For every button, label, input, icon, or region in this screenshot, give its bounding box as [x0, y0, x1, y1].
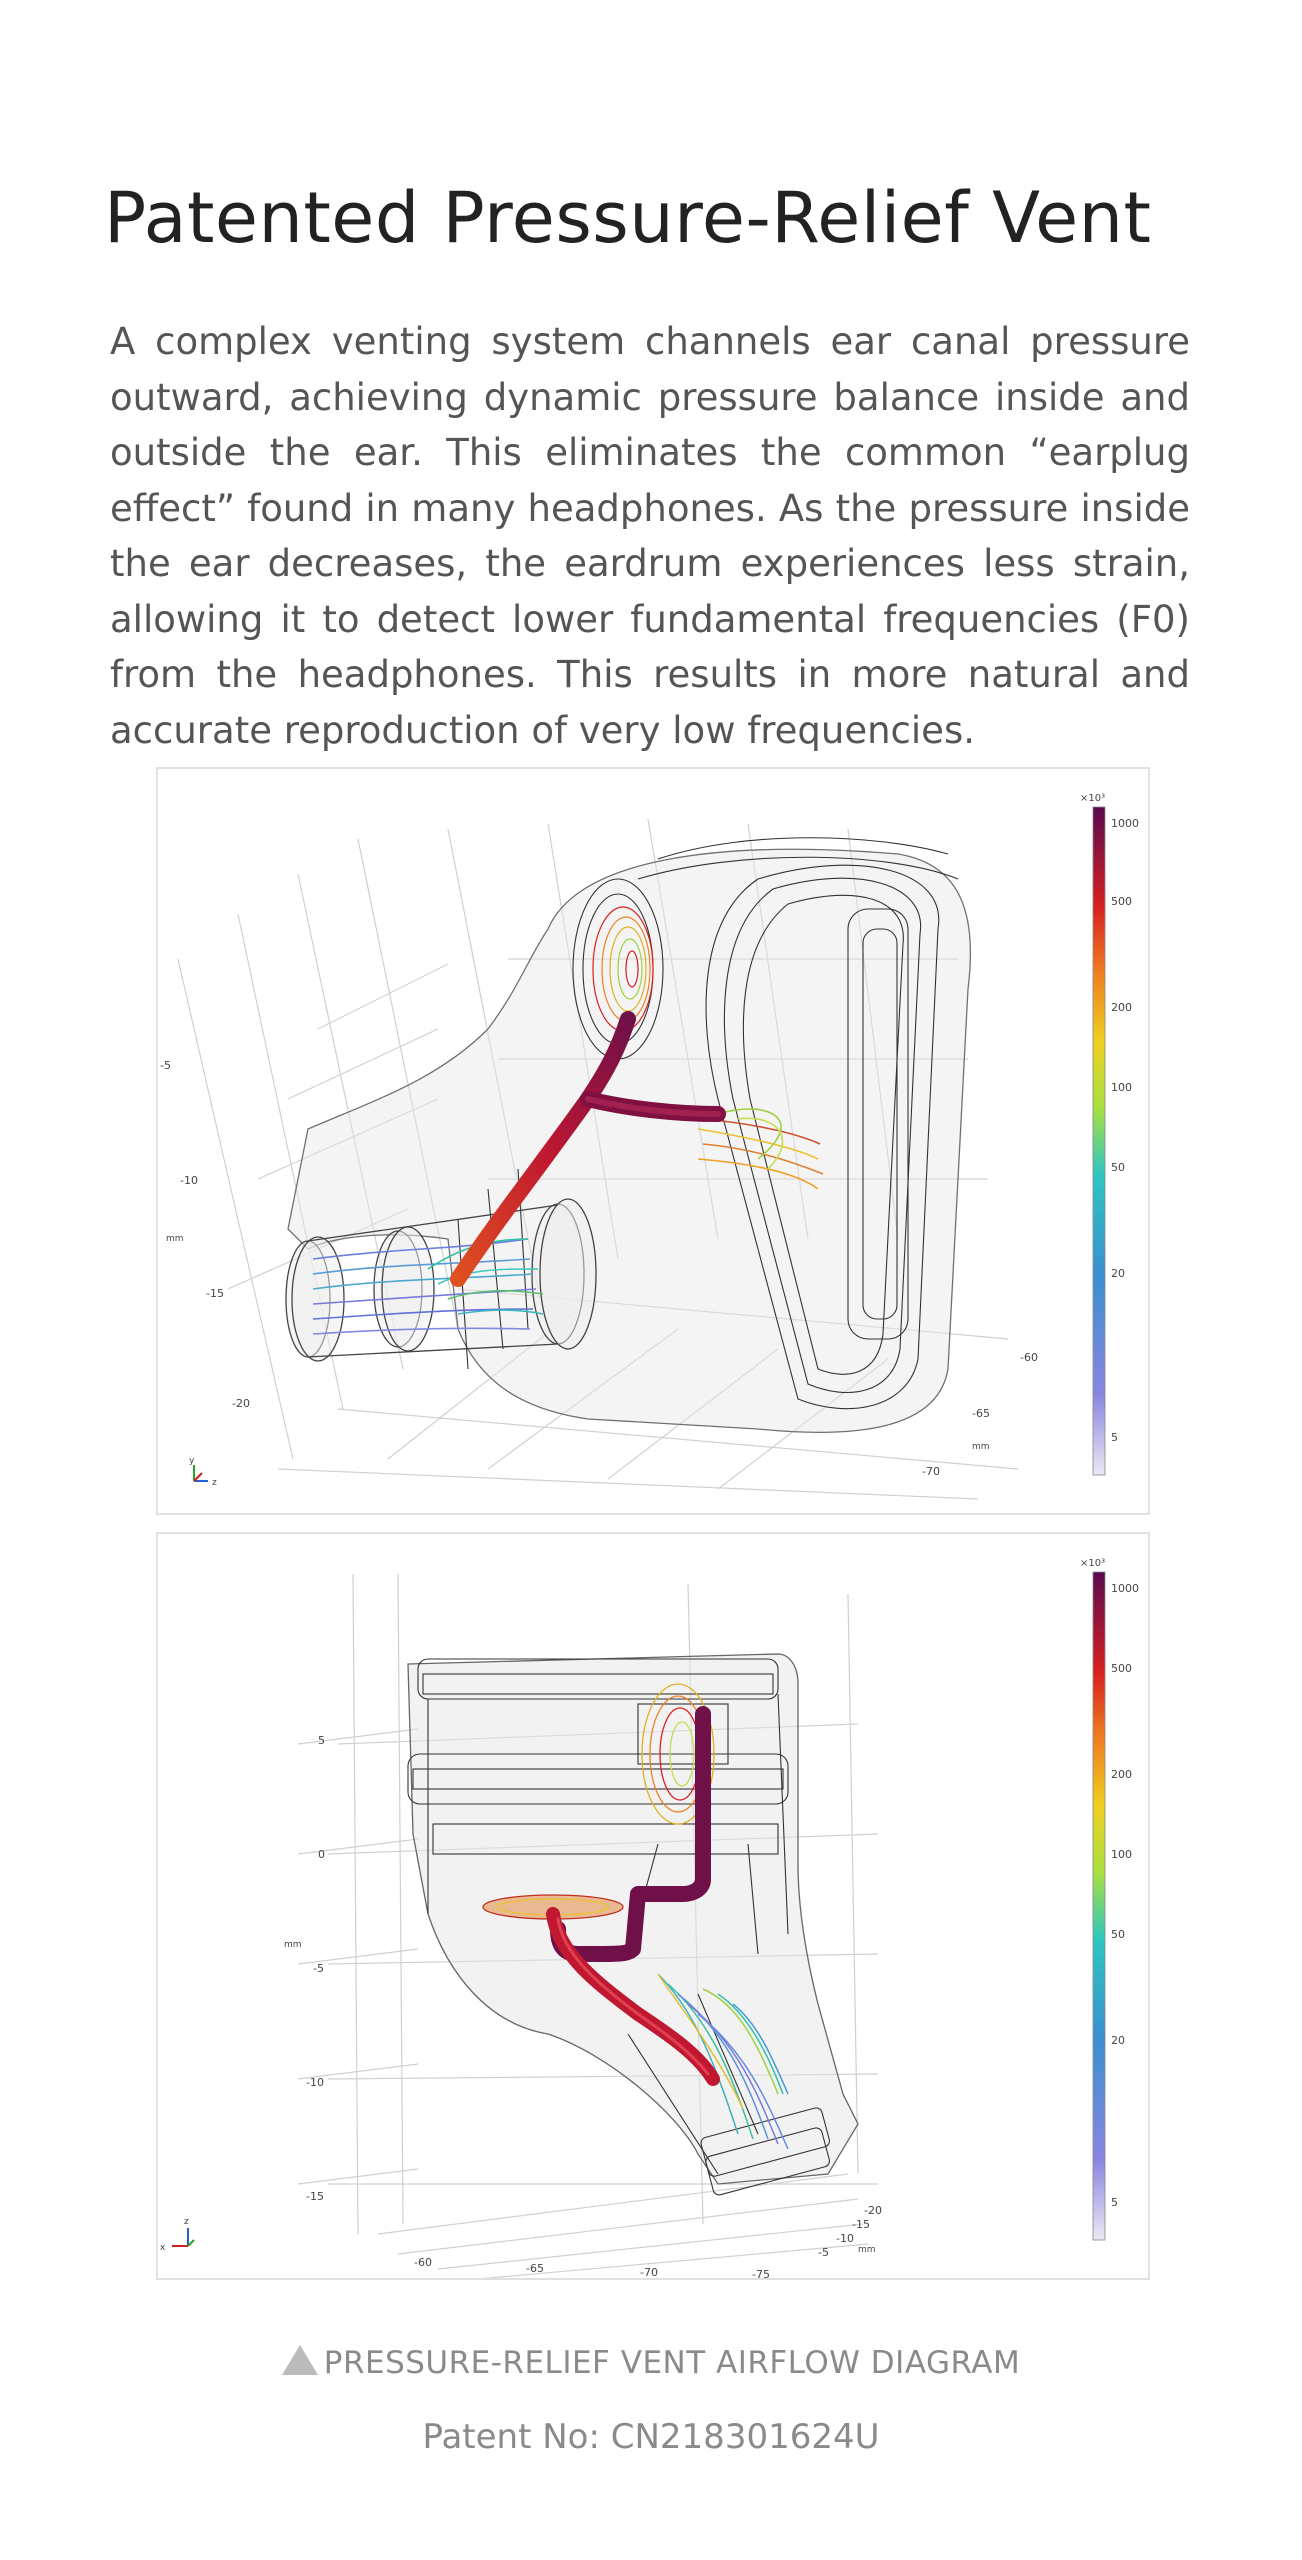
page-title: Patented Pressure-Relief Vent — [104, 176, 1152, 259]
triad-label: y — [189, 1456, 195, 1466]
y-axis-tick: -10 — [180, 1174, 198, 1187]
axis-triad: y z — [189, 1456, 217, 1488]
triad-label: z — [184, 2217, 189, 2227]
axis-triad: z x — [160, 2217, 195, 2253]
patent-number: Patent No: CN218301624U — [422, 2417, 880, 2457]
colorbar-exponent: ×10³ — [1080, 1558, 1105, 1569]
colorbar-tick: 1000 — [1111, 817, 1139, 830]
colorbar-tick: 5 — [1111, 2196, 1118, 2209]
airflow-simulation-figure-2: ×10³ 1000 500 200 100 50 20 5 5 0 -5 -10… — [156, 1532, 1150, 2280]
colorbar-tick: 50 — [1111, 1161, 1125, 1174]
colorbar — [1092, 806, 1106, 1476]
y-axis-tick: -5 — [160, 1059, 171, 1072]
colorbar-exponent: ×10³ — [1080, 793, 1105, 804]
colorbar-tick-labels: 1000 500 200 100 50 20 5 — [1111, 817, 1139, 1444]
y-axis-tick: -15 — [852, 2218, 870, 2231]
description-paragraph: A complex venting system channels ear ca… — [110, 320, 1190, 752]
z-axis-tick: 5 — [318, 1734, 325, 1747]
z-axis-tick: 0 — [318, 1848, 325, 1861]
airflow-streamlines — [657, 1973, 789, 2150]
x-axis-tick: -70 — [640, 2266, 658, 2278]
z-axis-tick: -5 — [313, 1962, 324, 1975]
colorbar-tick: 100 — [1111, 1848, 1132, 1861]
z-axis-tick: -15 — [306, 2190, 324, 2203]
colorbar-tick: 1000 — [1111, 1582, 1139, 1595]
x-axis-tick: -65 — [526, 2262, 544, 2275]
figure-caption: PRESSURE-RELIEF VENT AIRFLOW DIAGRAM — [0, 2345, 1302, 2381]
axis-tick-labels: 5 0 -5 -10 -15 mm -60 -65 -70 -75 -20 -1… — [284, 1734, 882, 2278]
internal-structure — [457, 837, 959, 1410]
y-axis-tick: -20 — [864, 2204, 882, 2217]
axis-unit: mm — [972, 1442, 990, 1452]
vent-pipe — [450, 1011, 726, 1287]
axis-tick-labels: -5 -10 -15 -20 mm -60 -65 -70 mm — [160, 1059, 1038, 1478]
y-axis-tick: -5 — [818, 2246, 829, 2259]
colorbar-tick: 20 — [1111, 1267, 1125, 1280]
axis-unit: mm — [166, 1234, 184, 1244]
colorbar-tick: 200 — [1111, 1001, 1132, 1014]
figure-caption-text: PRESSURE-RELIEF VENT AIRFLOW DIAGRAM — [323, 2345, 1021, 2381]
colorbar-tick-labels: 1000 500 200 100 50 20 5 — [1111, 1582, 1139, 2209]
y-axis-tick: -10 — [836, 2232, 854, 2245]
airflow-render-front-view: ×10³ 1000 500 200 100 50 20 5 5 0 -5 -10… — [160, 1558, 1139, 2278]
z-axis-tick: -60 — [1020, 1351, 1038, 1364]
axis-unit: mm — [858, 2245, 876, 2255]
triad-label: x — [160, 2243, 166, 2253]
x-axis-tick: -60 — [414, 2256, 432, 2269]
y-axis-tick: -15 — [206, 1287, 224, 1300]
colorbar-tick: 500 — [1111, 1662, 1132, 1675]
colorbar-tick: 20 — [1111, 2034, 1125, 2047]
x-axis-tick: -75 — [752, 2268, 770, 2278]
colorbar-tick: 5 — [1111, 1431, 1118, 1444]
internal-structure — [407, 1658, 830, 2196]
colorbar-tick: 100 — [1111, 1081, 1132, 1094]
nozzle-tubes — [285, 1198, 597, 1362]
z-axis-tick: -10 — [306, 2076, 324, 2089]
colorbar-tick: 50 — [1111, 1928, 1125, 1941]
y-axis-tick: -20 — [232, 1397, 250, 1410]
triad-label: z — [212, 1478, 217, 1488]
airflow-render-side-view: ×10³ 1000 500 200 100 50 20 5 -5 -10 -15… — [160, 793, 1139, 1500]
axis-unit: mm — [284, 1940, 302, 1950]
colorbar-tick: 200 — [1111, 1768, 1132, 1781]
colorbar — [1092, 1571, 1106, 2241]
vent-pipe — [546, 1706, 720, 2086]
airflow-simulation-figure-1: ×10³ 1000 500 200 100 50 20 5 -5 -10 -15… — [156, 767, 1150, 1515]
z-axis-tick: -70 — [922, 1465, 940, 1478]
airflow-streamlines — [312, 1108, 824, 1335]
colorbar-tick: 500 — [1111, 895, 1132, 908]
z-axis-tick: -65 — [972, 1407, 990, 1420]
triangle-icon — [281, 2345, 318, 2375]
